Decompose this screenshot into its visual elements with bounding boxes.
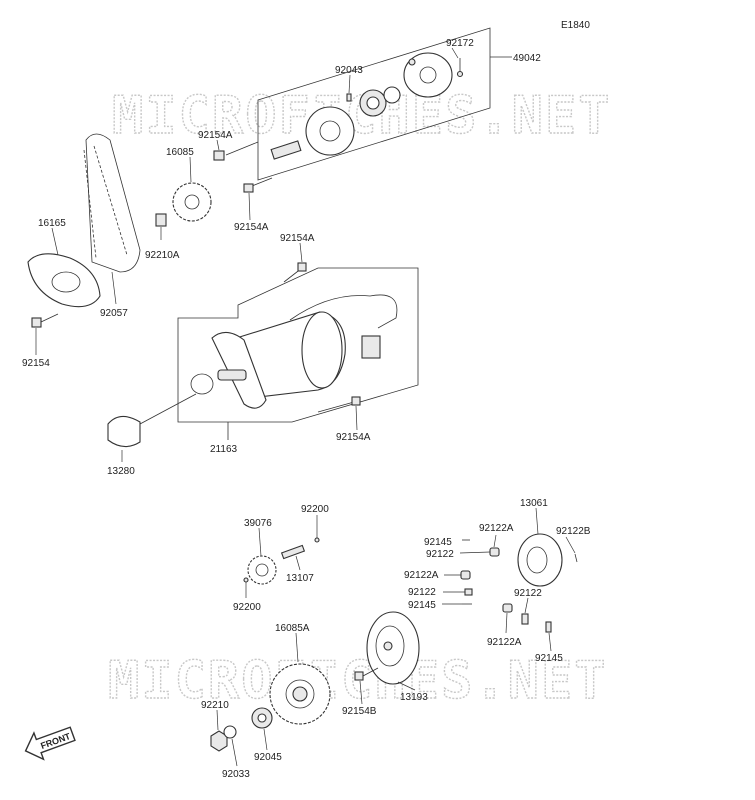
pin-92122B — [574, 553, 578, 563]
cover-16165 — [27, 253, 101, 308]
bolt-92154 — [31, 313, 59, 328]
washer-92200-bottom — [243, 577, 249, 583]
label-92057: 92057 — [100, 308, 128, 319]
label-92122: 92122 — [408, 587, 436, 598]
gear-39076 — [247, 555, 277, 585]
label-92154B: 92154B — [342, 706, 377, 717]
watermark-bottom: MICROFICHES.NET — [108, 651, 608, 711]
label-92154: 92154 — [22, 358, 50, 369]
label-16085: 16085 — [166, 147, 194, 158]
label-21163: 21163 — [210, 444, 238, 455]
label-16165: 16165 — [38, 218, 66, 229]
label-39076: 39076 — [244, 518, 272, 529]
part-13280 — [107, 393, 197, 448]
starter-motor-21163 — [177, 267, 419, 440]
label-92043: 92043 — [335, 65, 363, 76]
label-92172: 92172 — [446, 38, 474, 49]
watermark-top: MICROFICHES.NET — [112, 86, 612, 146]
label-92122: 92122 — [426, 549, 454, 560]
label-92122B: 92122B — [556, 526, 591, 537]
bolt-92154A-middle — [283, 262, 307, 283]
spring-92145-3 — [545, 621, 552, 633]
label-13061: 13061 — [520, 498, 548, 509]
roller-92122-2 — [464, 588, 473, 596]
bolt-92154A-top — [213, 141, 273, 193]
roller-92122-3 — [521, 613, 529, 625]
label-92045: 92045 — [254, 752, 282, 763]
flywheel-13193 — [366, 611, 420, 685]
label-13280: 13280 — [107, 466, 135, 477]
label-92033: 92033 — [222, 769, 250, 780]
label-92154A: 92154A — [336, 432, 371, 443]
bolt-92154B — [354, 667, 379, 681]
label-92145: 92145 — [408, 600, 436, 611]
label-92122A: 92122A — [487, 637, 522, 648]
label-16085A: 16085A — [275, 623, 310, 634]
label-92154A: 92154A — [280, 233, 315, 244]
label-92122: 92122 — [514, 588, 542, 599]
leader-lines — [35, 47, 576, 767]
sprocket-16085 — [172, 182, 212, 222]
label-92154A: 92154A — [198, 130, 233, 141]
label-92200: 92200 — [233, 602, 261, 613]
nut-92210 — [210, 730, 228, 752]
label-92145: 92145 — [535, 653, 563, 664]
label-92145: 92145 — [424, 537, 452, 548]
label-92154A: 92154A — [234, 222, 269, 233]
chain-92057 — [83, 133, 141, 273]
diagram-code: E1840 — [561, 20, 590, 31]
label-92210: 92210 — [201, 700, 229, 711]
bolt-92154A-lower — [317, 396, 361, 413]
washer-92033 — [223, 725, 237, 739]
guide-92210A — [155, 213, 167, 227]
label-92210A: 92210A — [145, 250, 180, 261]
bearing-92045 — [251, 707, 273, 729]
roller-92122A-3 — [502, 603, 513, 613]
shaft-13107 — [280, 544, 306, 560]
front-arrow: FRONT — [24, 726, 76, 761]
label-92200: 92200 — [301, 504, 329, 515]
clutch-13061 — [517, 533, 563, 587]
label-49042: 49042 — [513, 53, 541, 64]
label-13193: 13193 — [400, 692, 428, 703]
label-92122A: 92122A — [479, 523, 514, 534]
roller-92122A-2 — [460, 570, 471, 580]
part-labels: 49042 92172 92043 92154A 16085 16165 922… — [22, 38, 591, 780]
label-13107: 13107 — [286, 573, 314, 584]
roller-92122-1 — [489, 547, 500, 557]
oil-pump-assembly-box — [257, 27, 512, 181]
gear-16085A — [269, 663, 331, 725]
washer-92200-top — [314, 537, 320, 543]
label-92122A: 92122A — [404, 570, 439, 581]
